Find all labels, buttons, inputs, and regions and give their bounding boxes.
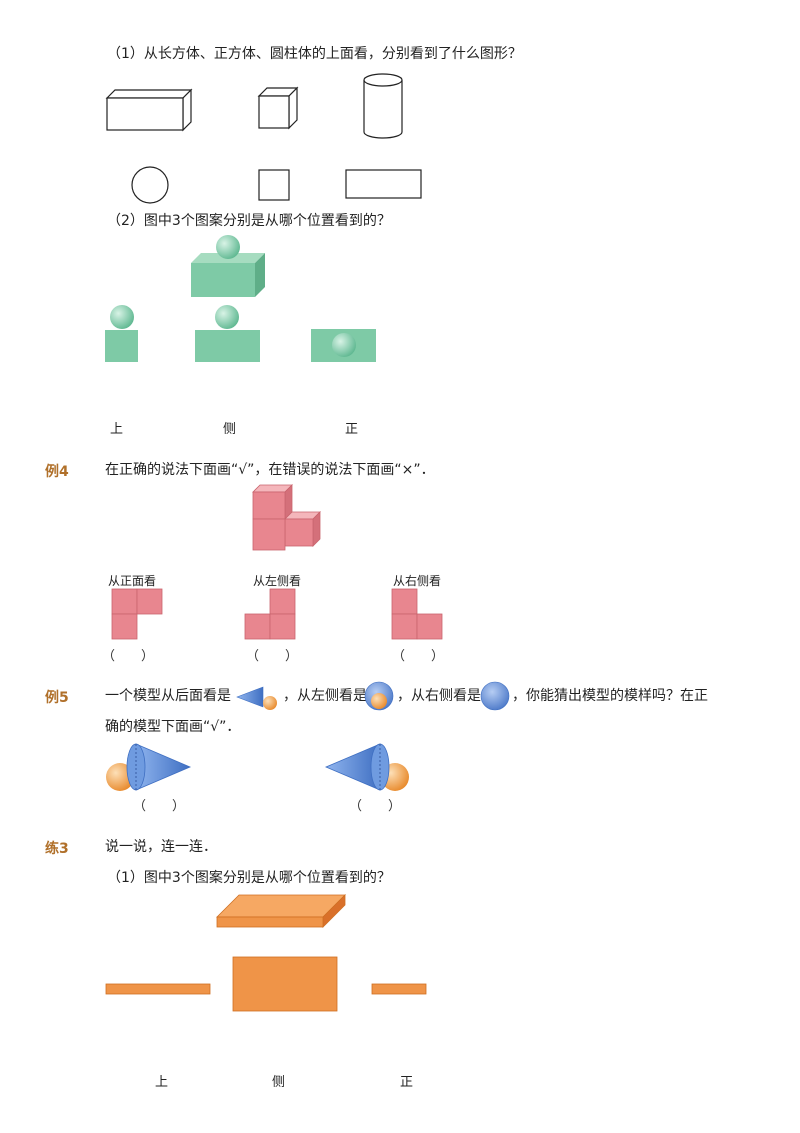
pr3-label: 练3 [45,841,69,857]
ex5-answer-1[interactable]: （ ） [133,799,186,814]
circle-view [131,166,169,204]
orange-view-front-bar [371,983,427,995]
left-view-icon [364,681,394,711]
ex4-answer-2[interactable]: （ ） [246,649,299,664]
pr3-position-top: 上 [155,1075,169,1090]
ex4-view-right-label: 从右侧看 [393,574,442,588]
cone-model-right [324,743,409,791]
q1-title: （1）从长方体、正方体、圆柱体的上面看，分别看到了什么图形？ [107,46,522,62]
pr3-position-side: 侧 [272,1075,286,1090]
ex5-line2: 确的模型下面画“√”． [105,719,241,735]
orange-view-top-rect [232,956,338,1012]
green-view-front [195,305,260,362]
pr3-sub: （1）图中3个图案分别是从哪个位置看到的？ [107,870,391,886]
q2-position-side: 侧 [223,422,237,437]
ex5-text-c: ，从右侧看是 [397,688,481,704]
pink-view-right [391,588,443,640]
green-view-top [311,329,376,362]
ex4-answer-1[interactable]: （ ） [102,649,155,664]
q2-position-top: 上 [110,422,124,437]
q2-position-front: 正 [345,422,359,437]
pink-cube-model [252,484,321,551]
ex5-text-a: 一个模型从后面看是 [105,688,231,704]
square-view [258,169,290,201]
ex4-view-left-label: 从左侧看 [253,574,302,588]
ex4-label: 例4 [45,464,69,480]
green-model [191,235,265,297]
cone-model-left [106,743,192,791]
pr3-position-front: 正 [400,1075,414,1090]
ex4-view-front-label: 从正面看 [108,574,157,588]
q2-title: （2）图中3个图案分别是从哪个位置看到的？ [107,213,391,229]
orange-view-side-bar [105,983,211,995]
rectangle-view [345,169,422,199]
right-view-icon [480,681,510,711]
back-view-icon [236,686,277,710]
ex5-answer-2[interactable]: （ ） [349,799,402,814]
pr3-instruction: 说一说，连一连． [105,839,217,855]
pink-view-left [244,588,296,640]
ex4-answer-3[interactable]: （ ） [392,649,445,664]
orange-slab-model [216,894,346,928]
ex5-label: 例5 [45,690,69,706]
cube-shape [257,86,299,130]
ex5-text-b: ，从左侧看是 [283,688,367,704]
green-view-side [105,305,138,362]
ex4-instruction: 在正确的说法下面画“√”，在错误的说法下面画“×”． [105,462,435,478]
cylinder-shape [363,73,403,139]
cuboid-shape [105,88,193,132]
pink-view-front [111,588,163,640]
ex5-text-d: ，你能猜出模型的模样吗？在正 [512,688,708,704]
